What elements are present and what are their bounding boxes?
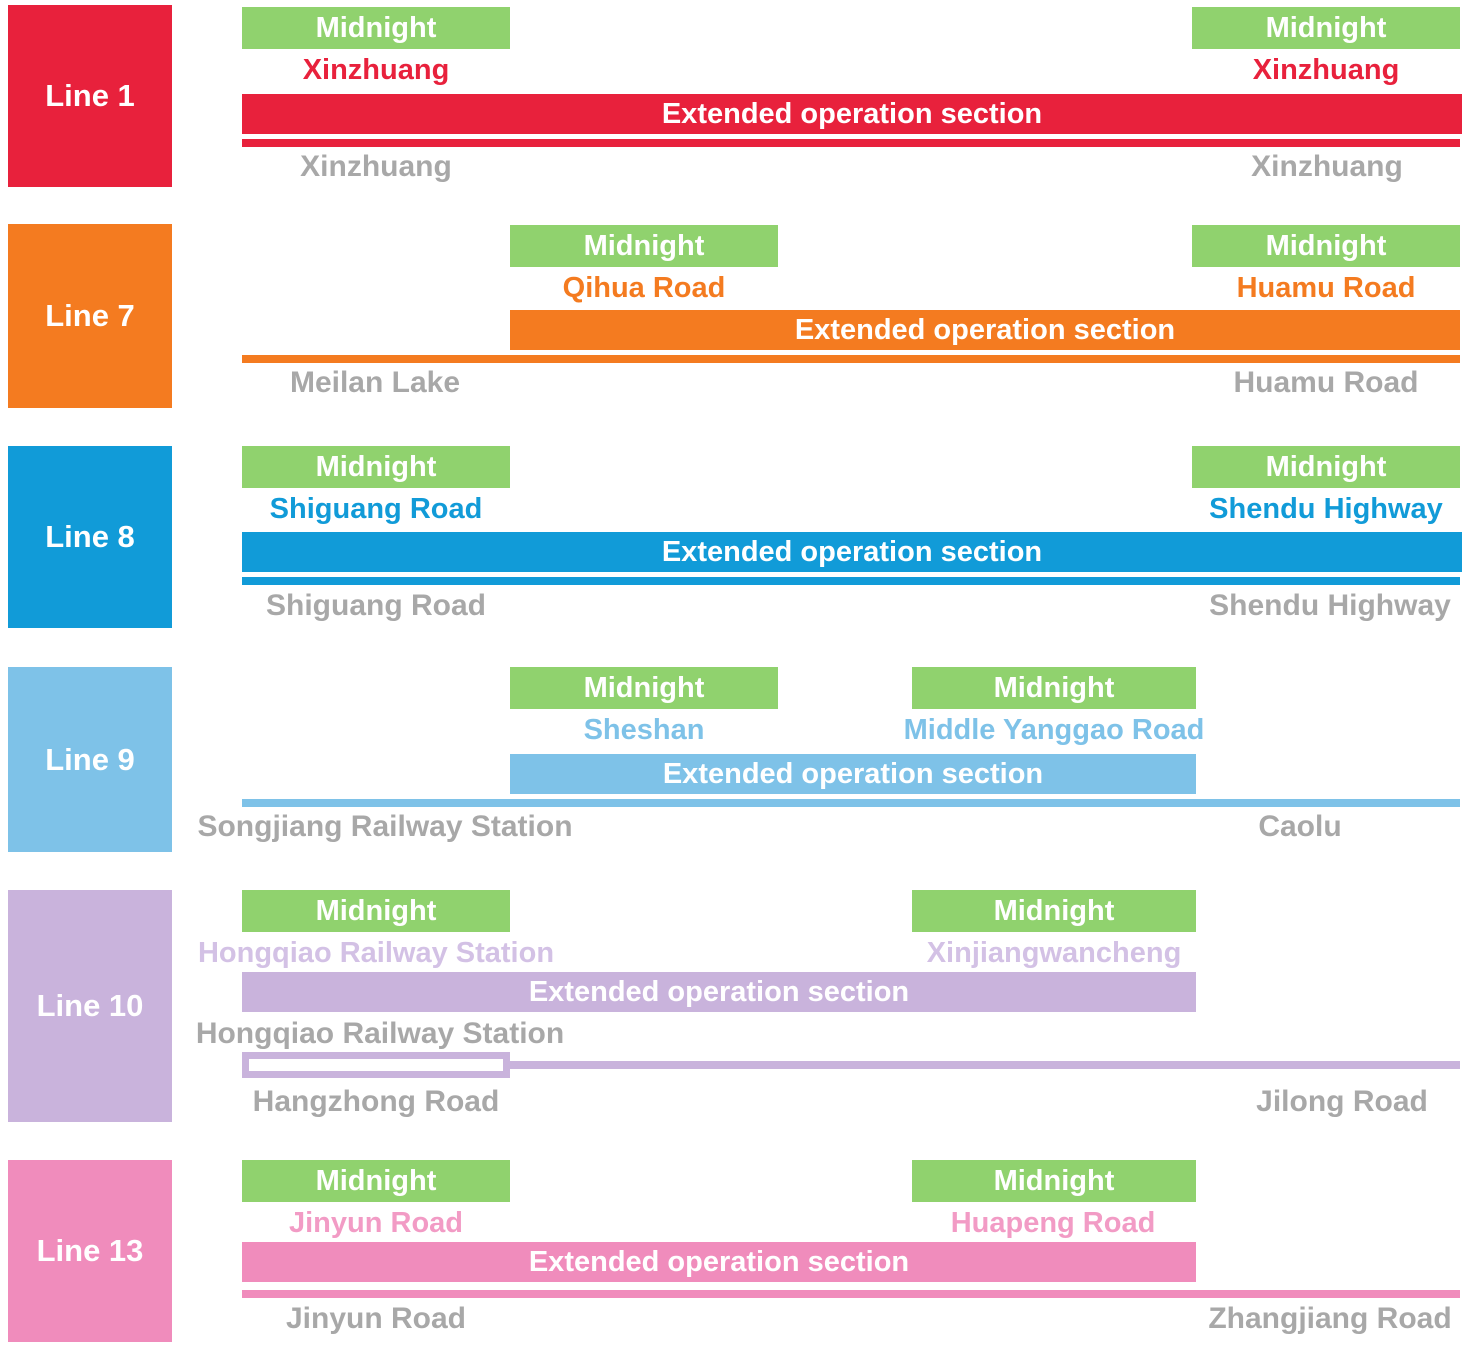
midnight-station-label: Sheshan [583, 714, 705, 746]
midnight-station-label: Huapeng Road [950, 1207, 1156, 1239]
line-name-box: Line 13 [8, 1160, 172, 1342]
line-name-box: Line 1 [8, 5, 172, 187]
midnight-badge: Midnight [510, 225, 778, 267]
terminal-label: Zhangjiang Road [1208, 1302, 1452, 1335]
line-track [242, 355, 1460, 363]
terminal-label: Meilan Lake [289, 366, 461, 399]
terminal-label: Songjiang Railway Station [197, 810, 573, 843]
midnight-station-label: Qihua Road [562, 272, 726, 304]
midnight-badge: Midnight [912, 1160, 1196, 1202]
terminal-label: Jilong Road [1256, 1085, 1428, 1118]
midnight-station-label: Huamu Road [1236, 272, 1416, 304]
line-name-box: Line 9 [8, 667, 172, 852]
extended-operation-bar: Extended operation section [242, 972, 1196, 1012]
midnight-station-label: Xinzhuang [1252, 54, 1400, 86]
line-track [503, 1061, 1460, 1069]
midnight-badge: Midnight [912, 890, 1196, 932]
terminal-label: Caolu [1258, 810, 1342, 843]
extended-operation-bar: Extended operation section [242, 1242, 1196, 1282]
midnight-station-label: Middle Yanggao Road [903, 714, 1205, 746]
terminal-label: Hangzhong Road [252, 1085, 500, 1118]
line-name-box: Line 10 [8, 890, 172, 1122]
midnight-badge: Midnight [242, 7, 510, 49]
midnight-station-label: Hongqiao Railway Station [197, 937, 555, 969]
line-track [242, 139, 1460, 147]
extended-operation-bar: Extended operation section [510, 754, 1196, 794]
midnight-badge: Midnight [912, 667, 1196, 709]
midnight-badge: Midnight [1192, 7, 1460, 49]
midnight-badge: Midnight [242, 446, 510, 488]
branch-outline [242, 1052, 510, 1078]
midnight-badge: Midnight [242, 1160, 510, 1202]
terminal-label: Jinyun Road [285, 1302, 467, 1335]
terminal-label: Shiguang Road [266, 589, 486, 622]
midnight-station-label: Shendu Highway [1209, 493, 1443, 525]
line-track [242, 1290, 1460, 1298]
line-name-box: Line 8 [8, 446, 172, 628]
midnight-badge: Midnight [242, 890, 510, 932]
midnight-badge: Midnight [1192, 225, 1460, 267]
line-name-box: Line 7 [8, 224, 172, 408]
terminal-label: Xinzhuang [300, 150, 452, 183]
line-track [242, 799, 1460, 807]
midnight-station-label: Xinzhuang [302, 54, 450, 86]
midnight-badge: Midnight [510, 667, 778, 709]
line-track [242, 577, 1460, 585]
midnight-station-label: Jinyun Road [288, 1207, 464, 1239]
extended-operation-bar: Extended operation section [242, 532, 1462, 572]
terminal-label: Huamu Road [1233, 366, 1419, 399]
terminal-label: Shendu Highway [1209, 589, 1451, 622]
midnight-station-label: Xinjiangwancheng [926, 937, 1182, 969]
midnight-station-label: Shiguang Road [269, 493, 483, 525]
midnight-badge: Midnight [1192, 446, 1460, 488]
extended-operation-bar: Extended operation section [242, 94, 1462, 134]
terminal-label: Hongqiao Railway Station [195, 1017, 565, 1050]
terminal-label: Xinzhuang [1251, 150, 1403, 183]
extended-operation-bar: Extended operation section [510, 310, 1460, 350]
